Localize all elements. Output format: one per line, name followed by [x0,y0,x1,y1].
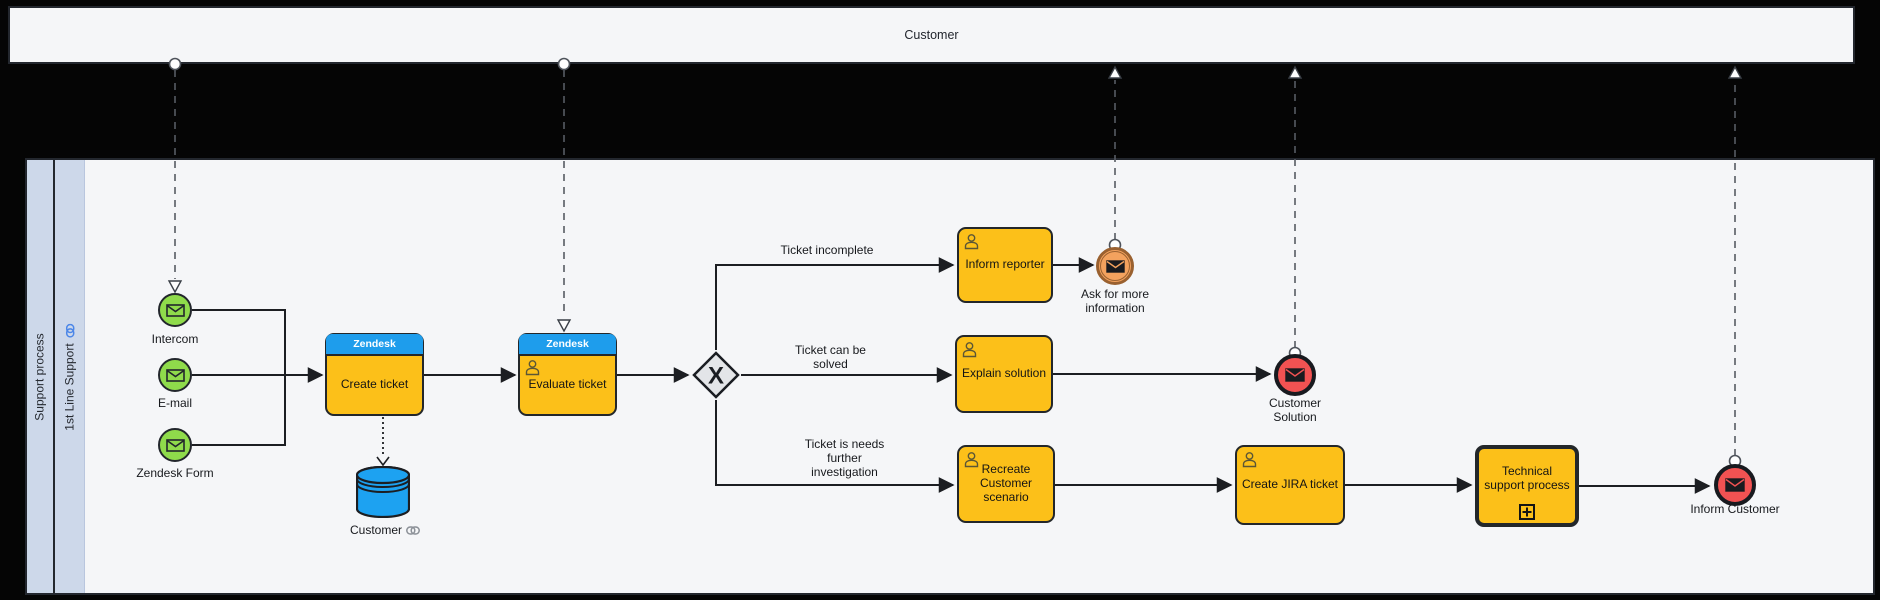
task-label: Create JIRA ticket [1241,477,1339,492]
datastore-customer[interactable] [355,465,411,519]
start-event-email[interactable] [158,358,192,392]
envelope-icon [165,303,185,317]
message-arrowhead [556,319,572,333]
zendesk-header: Zendesk [519,334,616,356]
start-event-zendesk-form[interactable] [158,428,192,462]
event-label: Customer Solution [1268,396,1321,424]
task-label: Recreate Customer scenario [979,462,1032,504]
start-event-intercom[interactable] [158,293,192,327]
user-task-icon [1242,452,1257,468]
task-create-jira-ticket[interactable]: Create JIRA ticket [1235,445,1345,525]
datastore-label-row: Customer [325,523,445,538]
edge-label-needs-investigation: Ticket is needs further investigation [804,437,885,479]
envelope-icon [165,438,185,452]
zendesk-header: Zendesk [326,334,423,356]
exclusive-gateway[interactable]: X [692,351,740,399]
start-event-label: Intercom [151,332,199,346]
message-arrowhead [1107,65,1123,79]
task-label: Create ticket [340,376,409,391]
subprocess-plus-icon[interactable] [1519,504,1535,520]
message-arrowhead [1287,65,1303,79]
task-explain-solution[interactable]: Explain solution [955,335,1053,413]
event-label: Inform Customer [1690,502,1780,516]
subprocess-technical-support[interactable]: Technical support process [1475,445,1579,527]
flow-gateway-recreate[interactable] [715,400,955,493]
user-task-icon [964,234,979,250]
envelope-icon [165,368,185,382]
task-label: Explain solution [961,366,1047,381]
event-ask-for-more-information[interactable] [1096,247,1134,285]
pool-customer[interactable]: Customer [8,6,1855,64]
start-event-label: Zendesk Form [136,466,214,480]
gateway-x-marker: X [708,363,724,390]
event-label: Ask for more information [1080,287,1149,315]
data-association-arrowhead [376,456,390,467]
task-evaluate-ticket[interactable]: Zendesk Evaluate ticket [518,333,617,416]
flow-gateway-inform-reporter[interactable] [715,257,955,350]
link-icon [65,322,74,337]
user-task-icon [964,452,979,468]
flow-intercom-merge[interactable] [192,309,286,374]
flow-zendeskform-merge[interactable] [192,376,286,446]
start-event-label: E-mail [157,396,192,410]
task-recreate-customer-scenario[interactable]: Recreate Customer scenario [957,445,1055,523]
envelope-icon [1285,368,1305,382]
message-arrowhead [1727,65,1743,79]
edge-label-ticket-incomplete: Ticket incomplete [780,243,874,257]
message-source-dot [557,57,571,71]
lane-title-strip[interactable]: 1st Line Support [55,160,85,593]
datastore-label: Customer [349,523,402,537]
message-source-dot [168,57,182,71]
task-create-ticket[interactable]: Zendesk Create ticket [325,333,424,416]
edge-label-ticket-can-be-solved: Ticket can be solved [795,343,866,371]
task-label: Evaluate ticket [528,376,607,391]
event-inform-customer[interactable] [1714,464,1756,506]
link-icon [406,526,420,536]
task-label: Inform reporter [965,257,1045,272]
gateway-diamond [692,351,740,399]
event-customer-solution[interactable] [1274,354,1316,396]
pool-title-strip[interactable]: Support process [27,160,55,593]
task-label: Technical support process [1484,464,1570,492]
task-inform-reporter[interactable]: Inform reporter [957,227,1053,303]
message-arrowhead [167,280,183,294]
database-icon [355,465,411,519]
pool-customer-title: Customer [904,28,959,42]
user-task-icon [962,342,977,358]
envelope-icon [1725,478,1745,492]
envelope-icon [1105,259,1125,273]
user-task-icon [525,360,540,376]
